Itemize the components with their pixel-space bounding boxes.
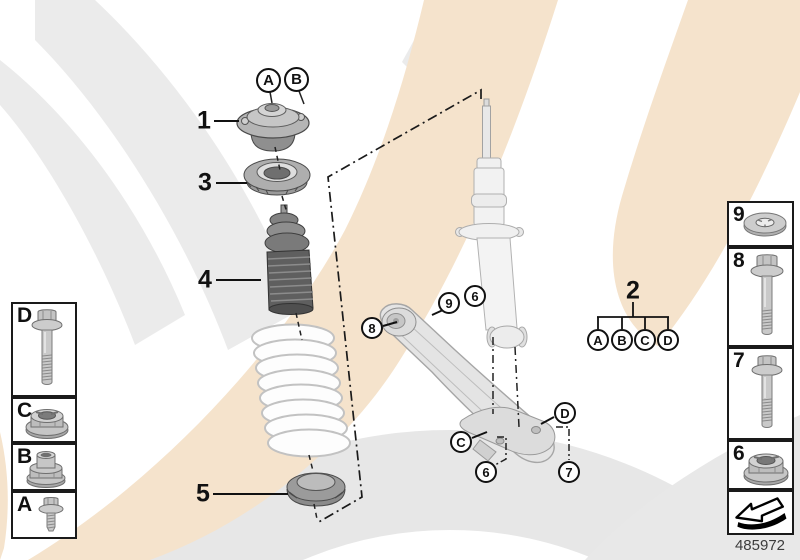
shock-absorber bbox=[455, 98, 528, 349]
callout-4[interactable]: 4 bbox=[198, 265, 212, 294]
callout-circle-d[interactable]: D bbox=[554, 402, 576, 424]
fastener-box-8-label: 8 bbox=[733, 249, 745, 272]
fastener-box-7[interactable]: 7 bbox=[727, 347, 794, 440]
kit-circle-b[interactable]: B bbox=[611, 329, 633, 351]
fastener-box-9-label: 9 bbox=[733, 203, 745, 226]
kit-circle-a[interactable]: A bbox=[587, 329, 609, 351]
callout-circle-a-top[interactable]: A bbox=[256, 68, 281, 93]
lower-spring-pad bbox=[286, 472, 346, 507]
flange-screw-icon bbox=[38, 497, 64, 532]
hex-flange-bolt-icon bbox=[31, 308, 63, 385]
kit-circle-d[interactable]: D bbox=[657, 329, 679, 351]
callout-circle-8[interactable]: 8 bbox=[361, 317, 383, 339]
callout-circle-9[interactable]: 9 bbox=[438, 292, 460, 314]
diagram-part-number: 485972 bbox=[734, 537, 786, 554]
callout-circle-6-lower[interactable]: 6 bbox=[475, 461, 497, 483]
fastener-box-d[interactable]: D bbox=[11, 302, 77, 397]
hex-flange-bolt-icon bbox=[751, 354, 783, 428]
fastener-box-b[interactable]: B bbox=[11, 443, 77, 491]
support-bearing bbox=[236, 103, 310, 152]
spring-seat-ring bbox=[243, 158, 311, 196]
fastener-box-9[interactable]: 9 bbox=[727, 201, 794, 247]
grouping-bracket-line bbox=[316, 88, 482, 524]
hex-flange-bolt-icon bbox=[750, 254, 784, 335]
fastener-box-8[interactable]: 8 bbox=[727, 247, 794, 347]
callout-2[interactable]: 2 bbox=[626, 276, 640, 305]
fastener-box-c[interactable]: C bbox=[11, 397, 77, 443]
fastener-box-a-label: A bbox=[17, 493, 33, 516]
fastener-box-d-label: D bbox=[17, 304, 33, 327]
flange-nut-icon bbox=[25, 409, 69, 439]
fastener-box-a[interactable]: A bbox=[11, 491, 77, 539]
callout-1[interactable]: 1 bbox=[197, 106, 211, 135]
bump-stop-and-boot bbox=[264, 204, 314, 315]
kit-circle-c[interactable]: C bbox=[634, 329, 656, 351]
alignment-axis-lines bbox=[269, 90, 570, 520]
collar-nut-icon bbox=[26, 451, 66, 488]
fastener-box-b-label: B bbox=[17, 445, 33, 468]
callout-circle-6-upper[interactable]: 6 bbox=[464, 285, 486, 307]
control-arm bbox=[379, 303, 556, 463]
fastener-box-6[interactable]: 6 bbox=[727, 440, 794, 490]
flange-nut-icon bbox=[743, 453, 789, 486]
fastener-box-c-label: C bbox=[17, 399, 33, 422]
fastener-box-7-label: 7 bbox=[733, 349, 745, 372]
callout-circle-7[interactable]: 7 bbox=[558, 461, 580, 483]
callout-circle-b-top[interactable]: B bbox=[284, 67, 309, 92]
callout-circle-c[interactable]: C bbox=[450, 431, 472, 453]
direction-arrow-icon bbox=[734, 496, 786, 530]
callout-3[interactable]: 3 bbox=[198, 168, 212, 197]
leader-lines bbox=[213, 120, 555, 495]
washer-icon bbox=[743, 212, 787, 237]
coil-spring bbox=[251, 323, 351, 458]
callout-5[interactable]: 5 bbox=[196, 479, 210, 508]
fastener-box-6-label: 6 bbox=[733, 442, 745, 465]
view-direction-box bbox=[727, 490, 794, 535]
kit-bracket bbox=[597, 302, 669, 329]
